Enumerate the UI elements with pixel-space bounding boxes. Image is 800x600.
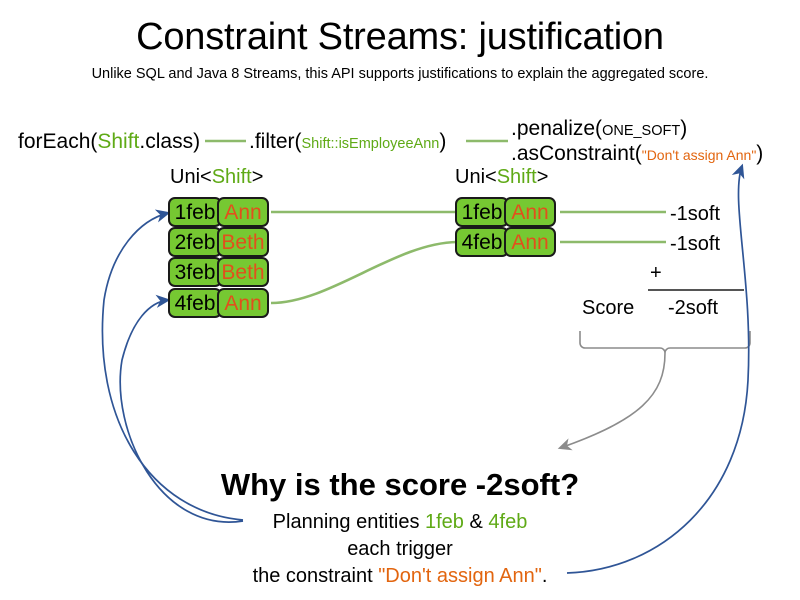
table-row[interactable]: 1feb Ann [168, 197, 269, 227]
shift-employee: Ann [504, 197, 556, 227]
code-penalize-suffix: ) [680, 117, 688, 140]
code-foreach-suffix: .class) [139, 130, 201, 153]
explanation-heading: Why is the score -2soft? [220, 467, 580, 502]
score-total: -2soft [668, 297, 719, 319]
score-label: Score [582, 297, 635, 319]
code-foreach-type: Shift [97, 130, 140, 153]
shift-date: 1feb [455, 197, 509, 227]
score-plus-operator: + [650, 262, 662, 284]
table-row[interactable]: 1feb Ann [455, 197, 556, 227]
code-penalize-prefix: .penalize( [511, 117, 603, 140]
explanation-entity-b: 4feb [488, 511, 528, 533]
code-filter: .filter(Shift::isEmployeeAnn) [249, 131, 446, 152]
code-filter-arg: Shift::isEmployeeAnn [301, 136, 440, 152]
code-foreach: forEach(Shift.class) [18, 131, 200, 152]
table-row[interactable]: 4feb Ann [168, 288, 269, 318]
code-asconstraint-arg: "Don't assign Ann" [641, 147, 757, 163]
shift-employee: Beth [217, 257, 269, 287]
stream-connector-4feb [270, 240, 458, 305]
explanation-line3-prefix: the constraint [252, 565, 379, 587]
explanation-line1-amp: & [463, 511, 489, 533]
code-asconstraint-prefix: .asConstraint( [511, 142, 642, 165]
shift-employee: Ann [217, 197, 269, 227]
uni-left-suffix: > [251, 166, 264, 188]
code-filter-prefix: .filter( [249, 130, 302, 153]
code-filter-suffix: ) [439, 130, 447, 153]
penalty-value-1: -1soft [670, 203, 721, 225]
shift-date: 4feb [455, 227, 509, 257]
uni-label-right: Uni<Shift> [455, 166, 548, 189]
explanation-line-1: Planning entities 1feb & 4feb [0, 511, 800, 534]
explanation-constraint-name: "Don't assign Ann" [378, 565, 542, 587]
explanation-entity-a: 1feb [425, 511, 464, 533]
explanation-line1-prefix: Planning entities [272, 511, 425, 533]
explanation-line-2: each trigger [347, 538, 453, 560]
uni-right-type: Shift [496, 166, 537, 188]
uni-left-type: Shift [211, 166, 252, 188]
explanation-line3-suffix: . [541, 565, 548, 587]
shift-date: 3feb [168, 257, 222, 287]
shift-employee: Ann [504, 227, 556, 257]
shift-date: 2feb [168, 227, 222, 257]
score-explanation-arrow [557, 352, 666, 451]
code-asconstraint: .asConstraint("Don't assign Ann") [511, 143, 763, 164]
code-penalize-arg: ONE_SOFT [602, 123, 681, 139]
page-title: Constraint Streams: justification [136, 16, 664, 58]
code-foreach-prefix: forEach( [18, 130, 98, 153]
table-row[interactable]: 3feb Beth [168, 257, 269, 287]
shift-employee: Beth [217, 227, 269, 257]
penalty-value-2: -1soft [670, 233, 721, 255]
shift-employee: Ann [217, 288, 269, 318]
shift-date: 4feb [168, 288, 222, 318]
code-penalize: .penalize(ONE_SOFT) [511, 118, 687, 139]
score-brace [579, 331, 751, 354]
uni-left-prefix: Uni< [170, 166, 212, 188]
code-asconstraint-suffix: ) [756, 142, 764, 165]
shift-date: 1feb [168, 197, 222, 227]
table-row[interactable]: 2feb Beth [168, 227, 269, 257]
uni-label-left: Uni<Shift> [170, 166, 263, 189]
score-sum-rule [648, 289, 744, 291]
uni-right-prefix: Uni< [455, 166, 497, 188]
explanation-line-3: the constraint "Don't assign Ann". [0, 565, 800, 588]
uni-right-suffix: > [536, 166, 549, 188]
table-row[interactable]: 4feb Ann [455, 227, 556, 257]
page-subtitle: Unlike SQL and Java 8 Streams, this API … [91, 66, 709, 82]
